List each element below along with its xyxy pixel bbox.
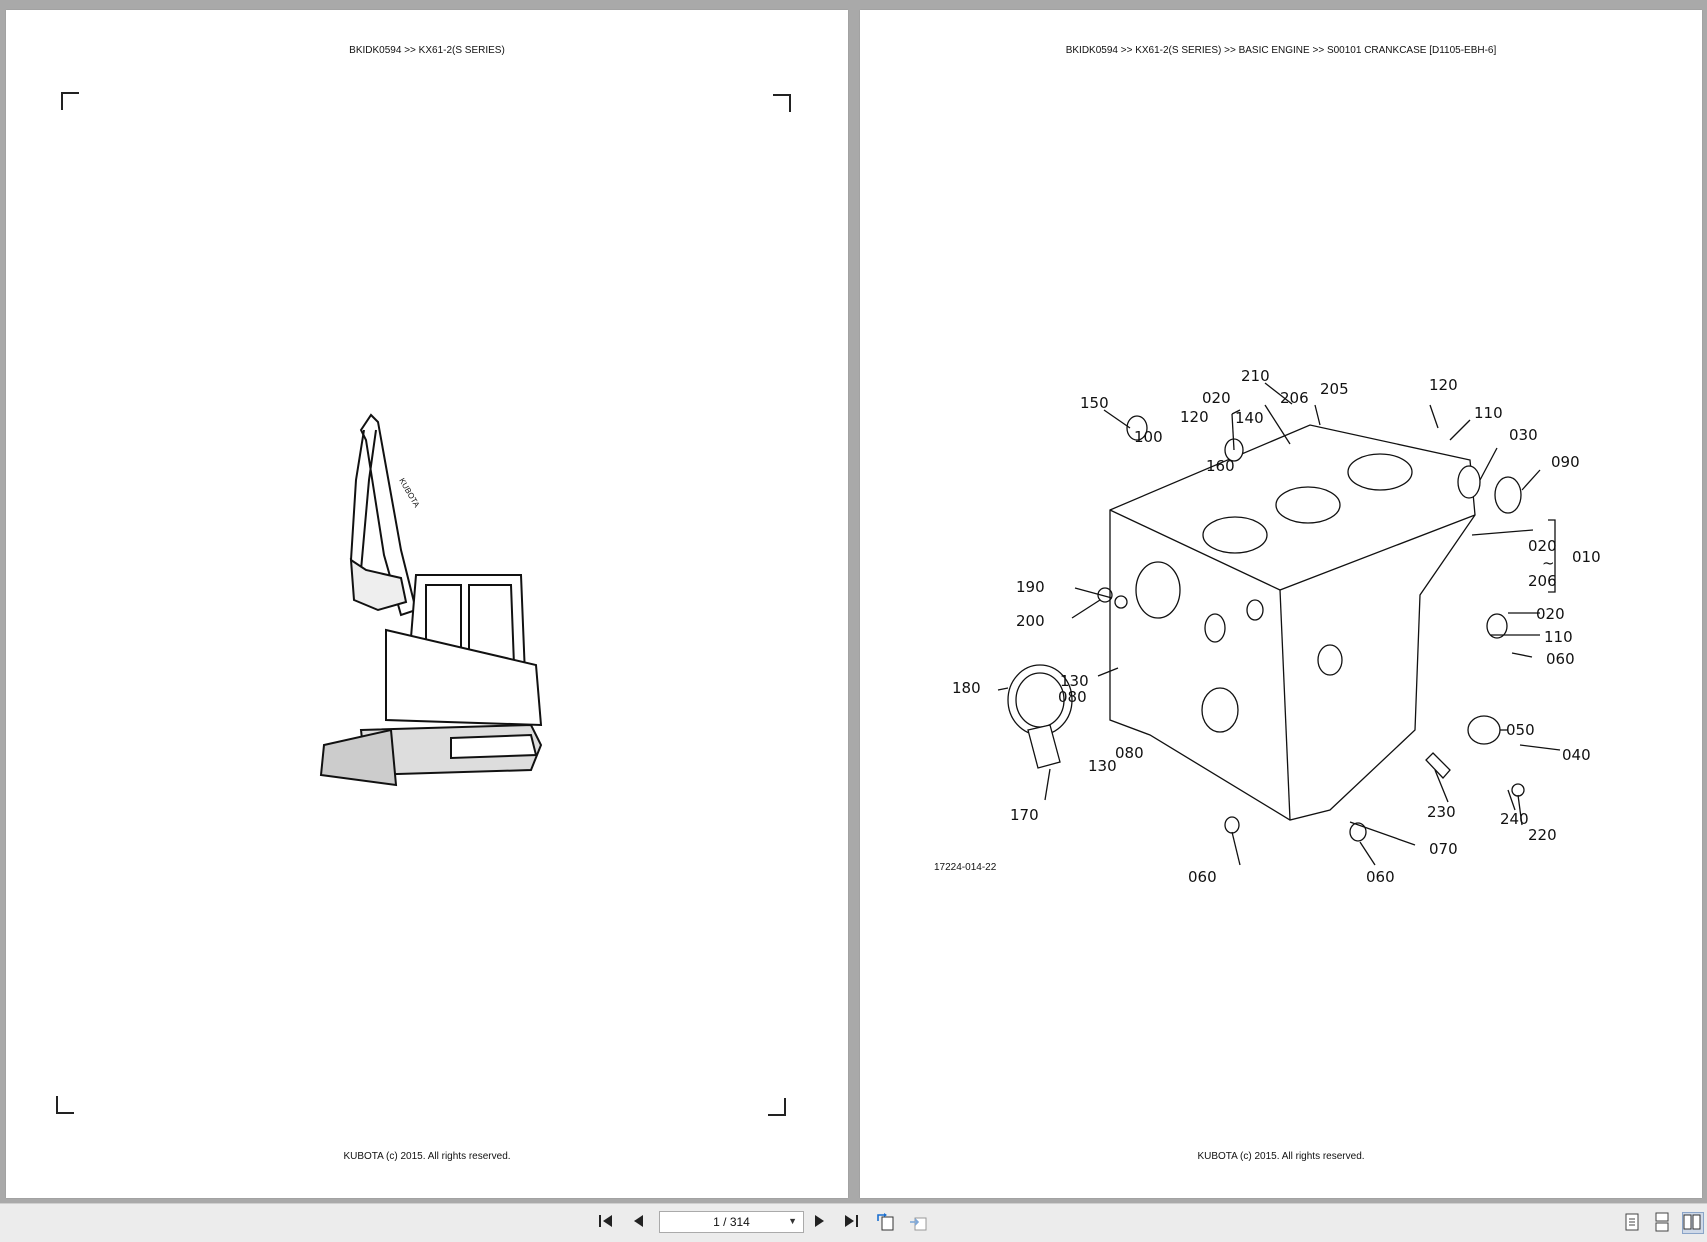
viewer-toolbar: 1 / 314 ▼: [0, 1203, 1707, 1242]
callout-label: 020: [1528, 537, 1557, 555]
callout-label: 070: [1429, 840, 1458, 858]
crop-mark-top-left: [61, 92, 79, 110]
diagram-id: 17224-014-22: [934, 862, 997, 873]
callout-label: 090: [1551, 453, 1580, 471]
crop-mark-bottom-right: [768, 1098, 786, 1116]
callout-label: 240: [1500, 810, 1529, 828]
callout-label: 130: [1088, 757, 1117, 775]
crop-mark-bottom-left: [56, 1096, 74, 1114]
excavator-illustration: KUBOTA: [319, 413, 543, 787]
callout-label: 200: [1016, 612, 1045, 630]
callout-label: 206: [1280, 389, 1309, 407]
single-page-icon[interactable]: [1624, 1212, 1646, 1234]
first-page-icon[interactable]: [597, 1212, 619, 1234]
callout-label: 120: [1180, 408, 1209, 426]
callout-label: 140: [1235, 409, 1264, 427]
callout-label: 080: [1115, 744, 1144, 762]
callout-label: 110: [1544, 628, 1573, 646]
callout-label: 100: [1134, 428, 1163, 446]
page-number-field[interactable]: 1 / 314 ▼: [659, 1211, 804, 1233]
callout-label: 060: [1188, 868, 1217, 886]
crop-mark-top-right: [773, 94, 791, 112]
callout-label: 050: [1506, 721, 1535, 739]
left-page-footer: KUBOTA (c) 2015. All rights reserved.: [343, 1151, 511, 1162]
callout-label: 060: [1366, 868, 1395, 886]
right-page-footer: KUBOTA (c) 2015. All rights reserved.: [1197, 1151, 1365, 1162]
next-page-icon[interactable]: [810, 1212, 832, 1234]
callout-label: 170: [1010, 806, 1039, 824]
callout-label: ~: [1542, 554, 1555, 572]
callout-label: 010: [1572, 548, 1601, 566]
last-page-icon[interactable]: [842, 1212, 864, 1234]
prev-page-icon[interactable]: [630, 1212, 652, 1234]
callout-label: 190: [1016, 578, 1045, 596]
callout-labels: 210 150 020 206 205 120 110 120 140 100 …: [952, 367, 1601, 886]
crankcase-diagram: [997, 382, 1561, 866]
callout-label: 180: [952, 679, 981, 697]
callout-label: 160: [1206, 457, 1235, 475]
right-page: BKIDK0594 >> KX61-2(S SERIES) >> BASIC E…: [860, 10, 1702, 1198]
left-page-header: BKIDK0594 >> KX61-2(S SERIES): [349, 45, 505, 56]
left-page: BKIDK0594 >> KX61-2(S SERIES) KUBOTA KUB…: [6, 10, 848, 1198]
right-page-header: BKIDK0594 >> KX61-2(S SERIES) >> BASIC E…: [1065, 45, 1497, 56]
callout-label: 020: [1202, 389, 1231, 407]
callout-label: 030: [1509, 426, 1538, 444]
callout-label: 110: [1474, 404, 1503, 422]
callout-label: 206: [1528, 572, 1557, 590]
callout-label: 150: [1080, 394, 1109, 412]
two-page-icon[interactable]: [1682, 1212, 1704, 1234]
page-indicator: 1 / 314: [713, 1215, 750, 1229]
callout-label: 060: [1546, 650, 1575, 668]
callout-label: 130: [1060, 672, 1089, 690]
reflow-page-icon[interactable]: [908, 1212, 930, 1234]
continuous-page-icon[interactable]: [1654, 1212, 1676, 1234]
callout-label: 205: [1320, 380, 1349, 398]
callout-label: 220: [1528, 826, 1557, 844]
chevron-down-icon[interactable]: ▼: [788, 1216, 797, 1226]
callout-label: 080: [1058, 688, 1087, 706]
callout-label: 230: [1427, 803, 1456, 821]
callout-label: 040: [1562, 746, 1591, 764]
callout-label: 020: [1536, 605, 1565, 623]
boom-brand-text: KUBOTA: [397, 477, 421, 510]
callout-label: 210: [1241, 367, 1270, 385]
rotate-page-icon[interactable]: [876, 1212, 898, 1234]
callout-label: 120: [1429, 376, 1458, 394]
